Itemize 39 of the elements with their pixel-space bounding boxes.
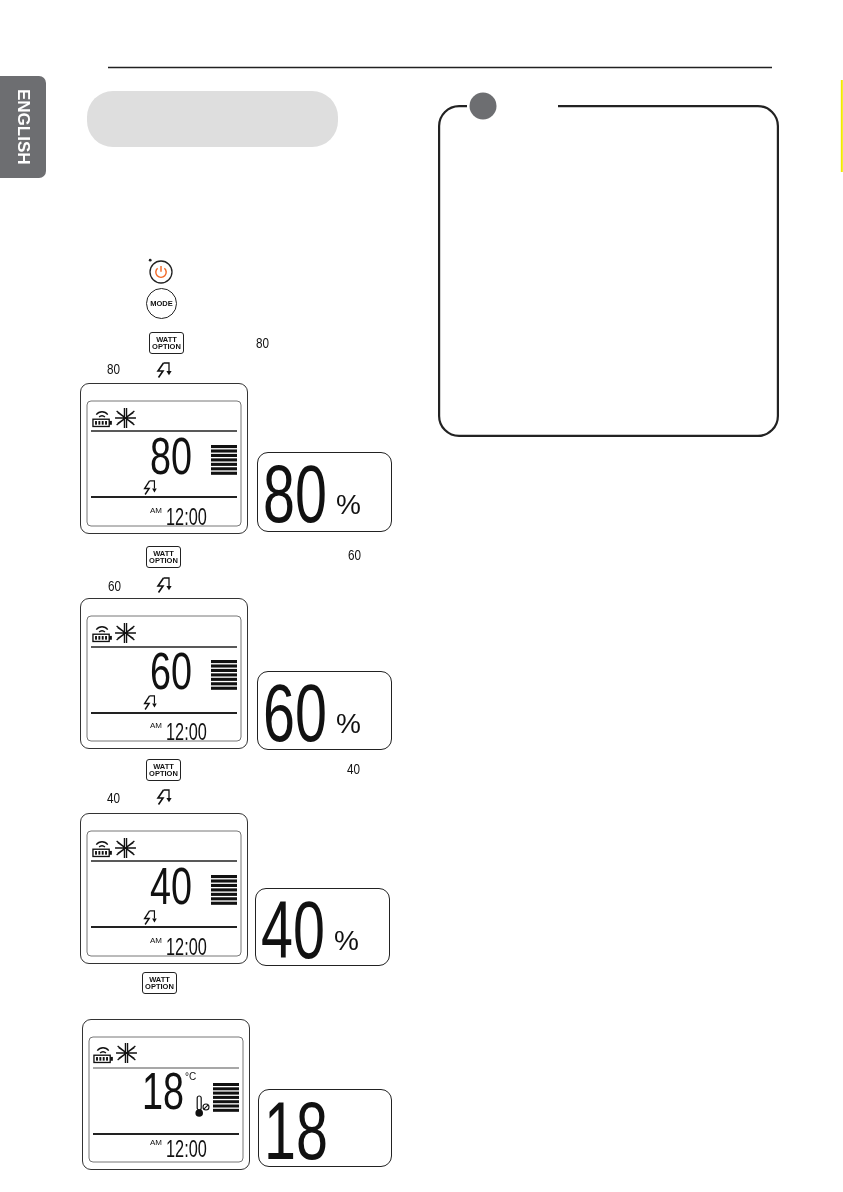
clock-time: 12:00 [166,722,207,742]
unit-display [258,1089,392,1167]
unit-display [257,671,392,750]
lcd-digits: 18 [142,1071,184,1113]
display-digits: 18 [264,1098,328,1164]
am-indicator: AM [150,507,162,515]
remote-display [80,383,248,534]
inline-digits: 60 [348,549,361,561]
unit-display [257,452,392,532]
lcd-digits: 80 [150,436,192,478]
mode-button-symbol [146,288,177,319]
display-digits: 40 [261,897,325,963]
am-indicator: AM [150,937,162,945]
inline-digits: 80 [107,362,120,375]
celsius-unit: °C [185,1073,197,1081]
language-tab [0,76,46,178]
percent-sign: % [336,713,361,736]
heading-band [87,91,338,147]
remote-display [80,813,248,964]
inline-digits: 40 [347,762,360,775]
remote-display [80,598,248,749]
clock-time: 12:00 [166,937,207,957]
lcd-digits: 40 [150,866,192,908]
remote-display [82,1019,250,1170]
clock-time: 12:00 [166,507,207,527]
display-digits: 60 [263,680,327,746]
am-indicator: AM [150,1139,162,1147]
lcd-digits: 60 [150,651,192,693]
am-indicator: AM [150,722,162,730]
display-digits: 80 [263,461,327,527]
inline-digits: 80 [256,336,269,349]
unit-display [255,888,390,966]
percent-sign: % [334,930,359,953]
percent-sign: % [336,494,361,517]
clock-time: 12:00 [166,1139,207,1159]
inline-digits: 40 [107,791,120,804]
note-frame [438,105,779,437]
tab-text: ENGLISH [14,89,32,165]
inline-digits: 60 [108,579,121,592]
